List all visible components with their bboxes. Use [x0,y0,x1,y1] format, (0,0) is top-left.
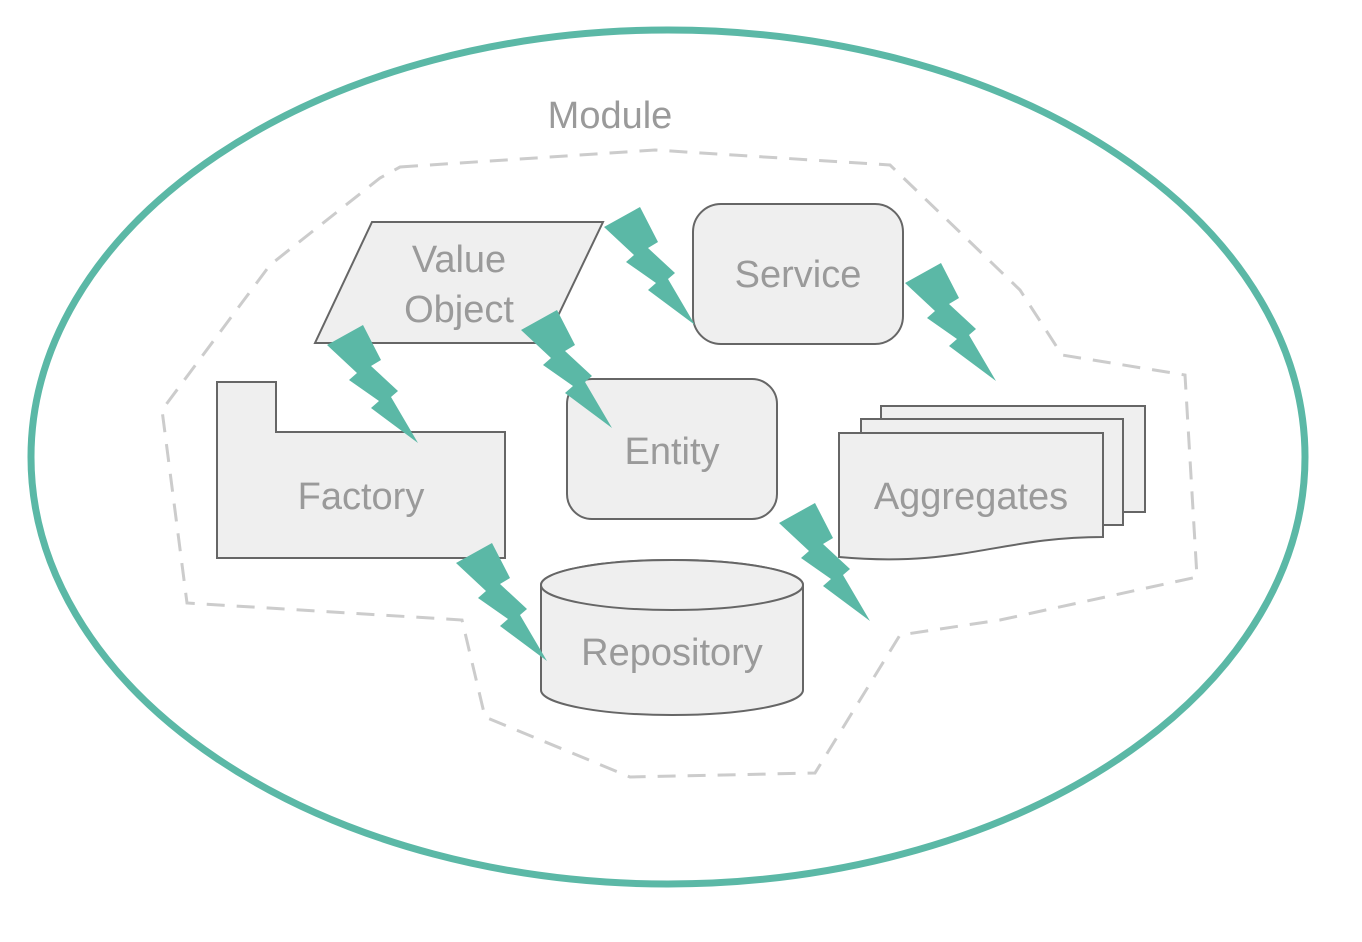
repository-node: Repository [540,559,804,716]
module-boundary [27,26,1309,888]
lightning-bolt-icon [905,263,996,381]
value-object-label-line1: Value [412,239,506,281]
value-object-label-line2: Object [404,289,514,331]
factory-node: Factory [216,381,506,559]
service-node: Service [692,203,904,345]
aggregates-label: Aggregates [874,476,1068,518]
entity-node: Entity [566,378,778,520]
factory-label: Factory [298,476,425,518]
lightning-bolt-icon [604,207,695,325]
aggregates-node: Aggregates [838,405,1146,561]
module-label: Module [548,95,673,137]
service-label: Service [735,254,862,296]
value-object-node: Value Object [313,221,605,344]
repository-label: Repository [581,632,763,674]
aggregate-boundary [160,148,1199,779]
entity-label: Entity [624,431,719,473]
lightning-bolt-icon [456,543,547,661]
